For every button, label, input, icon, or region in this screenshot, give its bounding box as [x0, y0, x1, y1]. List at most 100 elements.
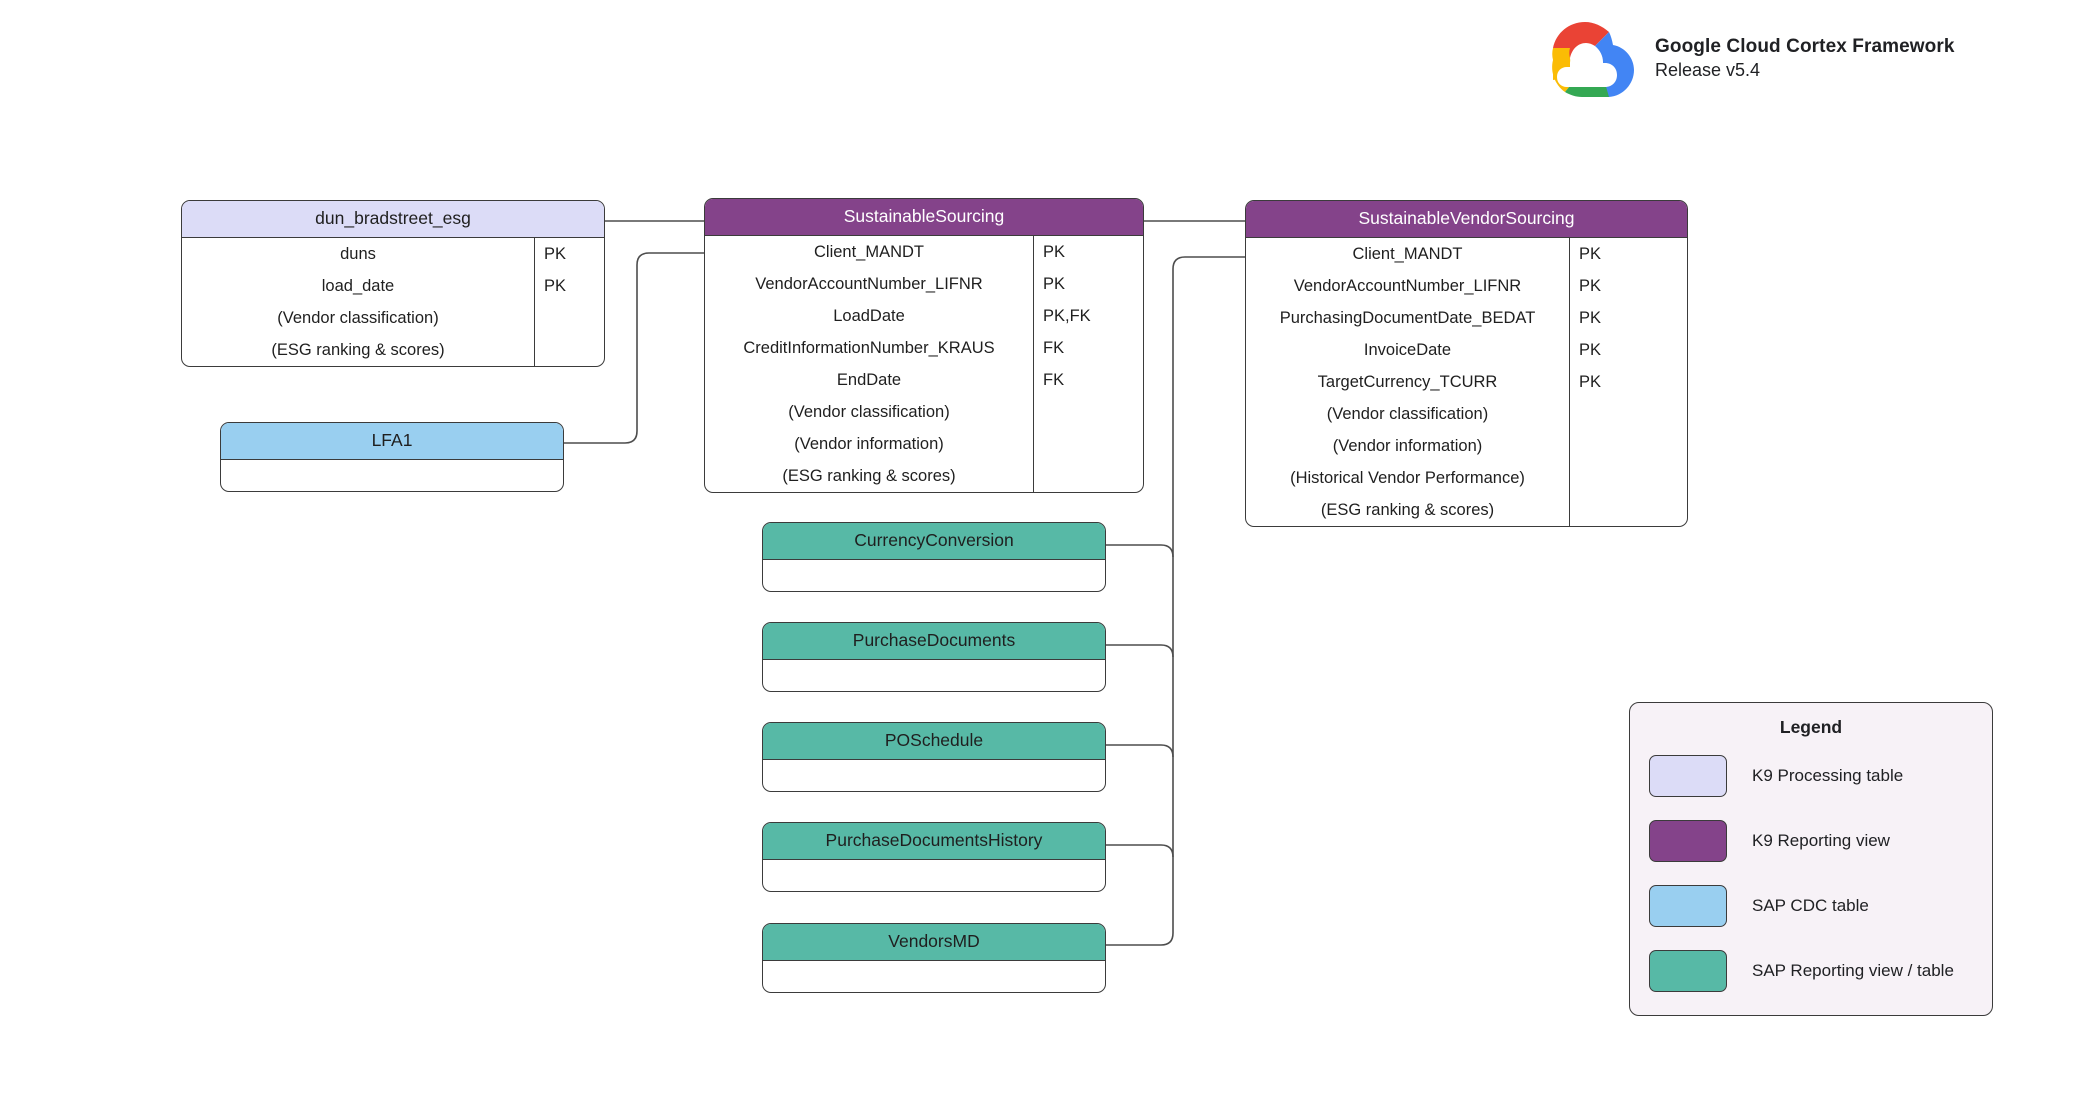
key-badge: PK — [544, 244, 567, 263]
key-badge: PK — [1579, 276, 1602, 295]
field-column-lfa1 — [221, 460, 563, 491]
legend-panel: Legend K9 Processing table K9 Reporting v… — [1629, 702, 1993, 1016]
field-row: duns — [340, 244, 376, 263]
field-row: (ESG ranking & scores) — [271, 340, 445, 359]
legend-item: K9 Reporting view — [1630, 814, 1992, 868]
entity-title-sustainable-vendor-sourcing: SustainableVendorSourcing — [1246, 201, 1687, 238]
legend-swatch — [1649, 885, 1727, 927]
entity-body-sustainable-vendor-sourcing: Client_MANDT VendorAccountNumber_LIFNR Pur… — [1246, 237, 1687, 526]
key-badge — [1570, 398, 1687, 430]
field-column-purchase-documents — [763, 660, 1105, 691]
entity-title-lfa1: LFA1 — [221, 423, 563, 460]
entity-title-po-schedule: POSchedule — [763, 723, 1105, 760]
entity-currency-conversion[interactable]: CurrencyConversion — [762, 522, 1106, 592]
field-row: Client_MANDT — [813, 242, 925, 261]
entity-title-sustainable-sourcing: SustainableSourcing — [705, 199, 1143, 236]
key-badge: PK,FK — [1043, 306, 1091, 325]
field-row: (Historical Vendor Performance) — [1290, 468, 1525, 487]
legend-label: SAP CDC table — [1752, 896, 1869, 915]
entity-body-vendors-md — [763, 961, 1105, 992]
entity-body-currency-conversion — [763, 560, 1105, 591]
field-row: TargetCurrency_TCURR — [1317, 372, 1498, 391]
connector-po-schedule-to-trunk — [1106, 744, 1174, 758]
key-column-sustainable-sourcing: PK PK PK,FK FK FK — [1033, 235, 1143, 492]
legend-item: SAP CDC table — [1630, 879, 1992, 933]
entity-purchase-documents[interactable]: PurchaseDocuments — [762, 622, 1106, 692]
brand-release: Release v5.4 — [1655, 59, 1761, 80]
field-row: VendorAccountNumber_LIFNR — [1293, 276, 1522, 295]
entity-title-purchase-documents: PurchaseDocuments — [763, 623, 1105, 660]
connector-currency-conversion-to-trunk — [1106, 544, 1174, 558]
legend-item: K9 Processing table — [1630, 749, 1992, 803]
legend-title: Legend — [1779, 717, 1843, 737]
legend-label: K9 Reporting view — [1752, 831, 1890, 850]
legend-label: K9 Processing table — [1752, 766, 1904, 785]
key-badge — [1034, 396, 1143, 428]
field-row: PurchasingDocumentDate_BEDAT — [1279, 308, 1536, 327]
entity-po-schedule[interactable]: POSchedule — [762, 722, 1106, 792]
field-row: (ESG ranking & scores) — [782, 466, 956, 485]
entity-title-dun-bradstreet-esg: dun_bradstreet_esg — [182, 201, 604, 238]
field-row: load_date — [321, 276, 395, 295]
key-badge — [535, 302, 604, 334]
entity-purchase-documents-history[interactable]: PurchaseDocumentsHistory — [762, 822, 1106, 892]
field-column-vendors-md — [763, 961, 1105, 992]
brand-text-block: Google Cloud Cortex Framework Release v5… — [1655, 35, 1955, 81]
key-badge: PK — [1043, 242, 1066, 261]
field-row: Client_MANDT — [1352, 244, 1463, 263]
entity-body-dun-bradstreet-esg: duns load_date (Vendor classification) (ESG… — [182, 237, 604, 366]
key-badge — [1570, 462, 1687, 494]
brand-title: Google Cloud Cortex Framework — [1655, 35, 1955, 57]
key-badge: PK — [544, 276, 567, 295]
field-column-po-schedule — [763, 760, 1105, 791]
entity-lfa1[interactable]: LFA1 — [220, 422, 564, 492]
key-badge — [1034, 460, 1143, 492]
field-row: (ESG ranking & scores) — [1320, 500, 1495, 519]
key-column-dun-bradstreet-esg: PK PK — [534, 237, 604, 366]
entity-body-purchase-documents — [763, 660, 1105, 691]
field-row: InvoiceDate — [1363, 340, 1452, 359]
field-row: VendorAccountNumber_LIFNR — [755, 274, 983, 293]
legend-swatch — [1649, 755, 1727, 797]
field-column-sustainable-sourcing: Client_MANDT VendorAccountNumber_LIFNR Loa… — [705, 236, 1033, 492]
entity-vendors-md[interactable]: VendorsMD — [762, 923, 1106, 993]
field-row: CreditInformationNumber_KRAUS — [743, 338, 995, 357]
field-row: (Vendor information) — [1332, 436, 1483, 455]
key-badge: PK — [1043, 274, 1066, 293]
brand-header: Google Cloud Cortex Framework Release v5… — [1529, 14, 1955, 102]
key-badge: FK — [1043, 338, 1065, 357]
field-column-purchase-documents-history — [763, 860, 1105, 891]
key-badge: PK — [1579, 372, 1602, 391]
key-badge — [1034, 428, 1143, 460]
legend-swatch — [1649, 950, 1727, 992]
entity-body-po-schedule — [763, 760, 1105, 791]
field-row: LoadDate — [833, 306, 905, 325]
key-badge: FK — [1043, 370, 1065, 389]
key-badge — [1570, 430, 1687, 462]
field-row: (Vendor classification) — [788, 402, 950, 421]
field-row: EndDate — [836, 370, 902, 389]
connector-purchase-documents-to-trunk — [1106, 644, 1174, 658]
entity-body-lfa1 — [221, 460, 563, 491]
key-badge — [1570, 494, 1687, 526]
field-row: (Vendor classification) — [1326, 404, 1489, 423]
key-badge: PK — [1579, 308, 1602, 327]
field-column-currency-conversion — [763, 560, 1105, 591]
legend-swatch — [1649, 820, 1727, 862]
google-cloud-logo-icon — [1552, 22, 1634, 97]
legend-label: SAP Reporting view / table — [1752, 961, 1954, 980]
legend-item: SAP Reporting view / table — [1630, 944, 1992, 998]
key-badge — [535, 334, 604, 366]
field-row: (Vendor classification) — [277, 308, 439, 327]
entity-title-purchase-documents-history: PurchaseDocumentsHistory — [763, 823, 1105, 860]
entity-title-vendors-md: VendorsMD — [763, 924, 1105, 961]
connector-purchase-documents-history-to-trunk — [1106, 844, 1174, 858]
entity-title-currency-conversion: CurrencyConversion — [763, 523, 1105, 560]
entity-body-sustainable-sourcing: Client_MANDT VendorAccountNumber_LIFNR Loa… — [705, 235, 1143, 492]
field-column-sustainable-vendor-sourcing: Client_MANDT VendorAccountNumber_LIFNR Pur… — [1246, 238, 1569, 526]
entity-body-purchase-documents-history — [763, 860, 1105, 891]
